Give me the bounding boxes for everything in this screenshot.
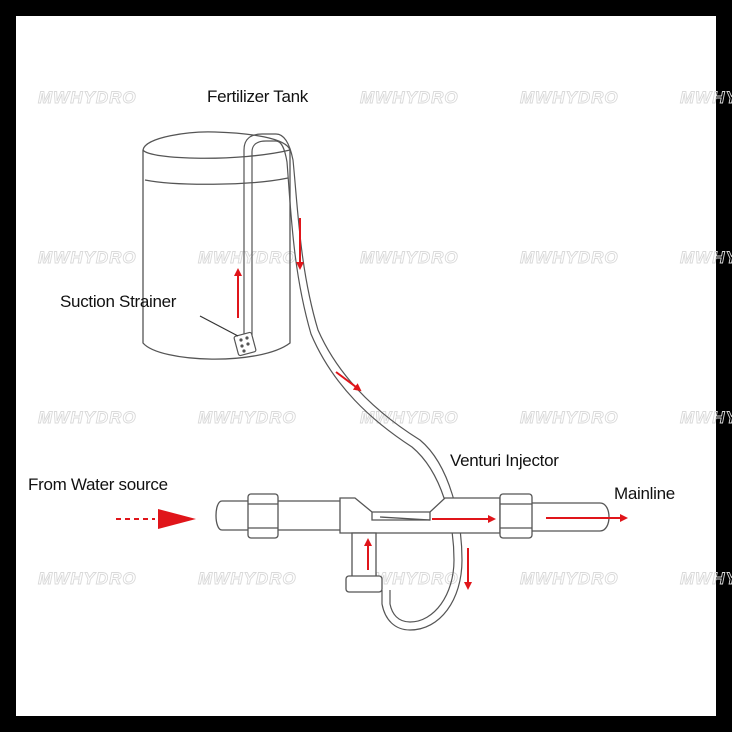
watermark-text: MWHYDRO	[38, 408, 137, 427]
strainer-hole	[239, 338, 243, 342]
venturi-injector	[215, 493, 610, 593]
watermark-text: MWHYDRO	[680, 569, 732, 588]
outlet-union-nut	[499, 493, 533, 539]
strainer-hole	[240, 344, 244, 348]
strainer-body	[233, 331, 257, 357]
venturi-injector-label: Venturi Injector	[450, 451, 559, 470]
watermark-text: MWHYDRO	[520, 569, 619, 588]
watermark-text: MWHYDRO	[38, 248, 137, 267]
watermark-text: MWHYDRO	[198, 408, 297, 427]
tank-body	[142, 150, 291, 360]
transfer-tube	[275, 133, 463, 631]
strainer-hole	[242, 349, 246, 353]
suction-port	[351, 532, 377, 579]
inlet-union-nut	[247, 493, 279, 539]
injector-throat	[371, 512, 431, 521]
watermark-text: MWHYDRO	[38, 88, 137, 107]
watermark-text: MWHYDRO	[520, 248, 619, 267]
watermark-text: MWHYDRO	[680, 248, 732, 267]
fertilizer-tank-label: Fertilizer Tank	[207, 87, 309, 106]
watermark-text: MWHYDRO	[198, 569, 297, 588]
watermark-text: MWHYDRO	[680, 408, 732, 427]
mainline-label: Mainline	[614, 484, 675, 503]
tank-liquid-level	[144, 177, 289, 185]
watermark-text: MWHYDRO	[360, 569, 459, 588]
from-water-source-label: From Water source	[28, 475, 168, 494]
tank-rim-front	[142, 149, 291, 159]
watermark-text: MWHYDRO	[198, 248, 297, 267]
flow-arrows	[116, 218, 628, 590]
watermark-text: MWHYDRO	[360, 88, 459, 107]
tank-rim	[142, 131, 291, 151]
strainer-leader-line	[199, 315, 239, 337]
fertilizer-tank	[142, 131, 291, 360]
arrow-right-icon	[335, 371, 362, 392]
watermark-text: MWHYDRO	[38, 569, 137, 588]
suction-strainer-label: Suction Strainer	[60, 292, 177, 311]
strainer-hole	[246, 342, 250, 346]
watermark-text: MWHYDRO	[360, 408, 459, 427]
watermark-text: MWHYDRO	[360, 248, 459, 267]
large-arrow-icon	[158, 509, 196, 529]
tube-line-a	[275, 133, 463, 631]
watermark-text: MWHYDRO	[520, 88, 619, 107]
watermark-text: MWHYDRO	[680, 88, 732, 107]
tube-line-b	[275, 140, 455, 623]
hose-outer-line	[251, 140, 276, 335]
hose-inner-line	[243, 133, 276, 335]
strainer-hole	[245, 336, 249, 340]
suction-port-fitting	[345, 575, 383, 593]
watermark-group: MWHYDRO MWHYDRO MWHYDRO MWHYDRO MWHYDRO …	[38, 88, 732, 589]
inlet-pipe	[215, 500, 351, 531]
injector-body	[339, 497, 501, 534]
suction-hose	[243, 133, 276, 335]
watermark-text: MWHYDRO	[520, 408, 619, 427]
diagram-canvas	[16, 16, 716, 716]
injector-nozzle	[379, 516, 431, 521]
suction-strainer	[233, 331, 257, 357]
